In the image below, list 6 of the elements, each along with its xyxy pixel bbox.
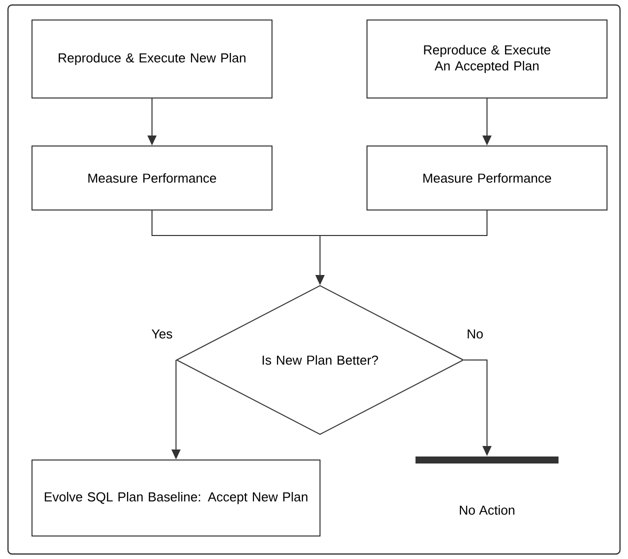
process-box: Measure Performance xyxy=(366,146,608,210)
process-box: Measure Performance xyxy=(32,146,272,210)
process-box: Evolve SQL Plan Baseline: Accept New Plan xyxy=(32,460,320,536)
process-box: Reproduce & Execute New Plan xyxy=(32,20,272,98)
end-label: No Action xyxy=(460,505,514,515)
process-box: Reproduce & Execute An Accepted Plan xyxy=(366,20,608,98)
